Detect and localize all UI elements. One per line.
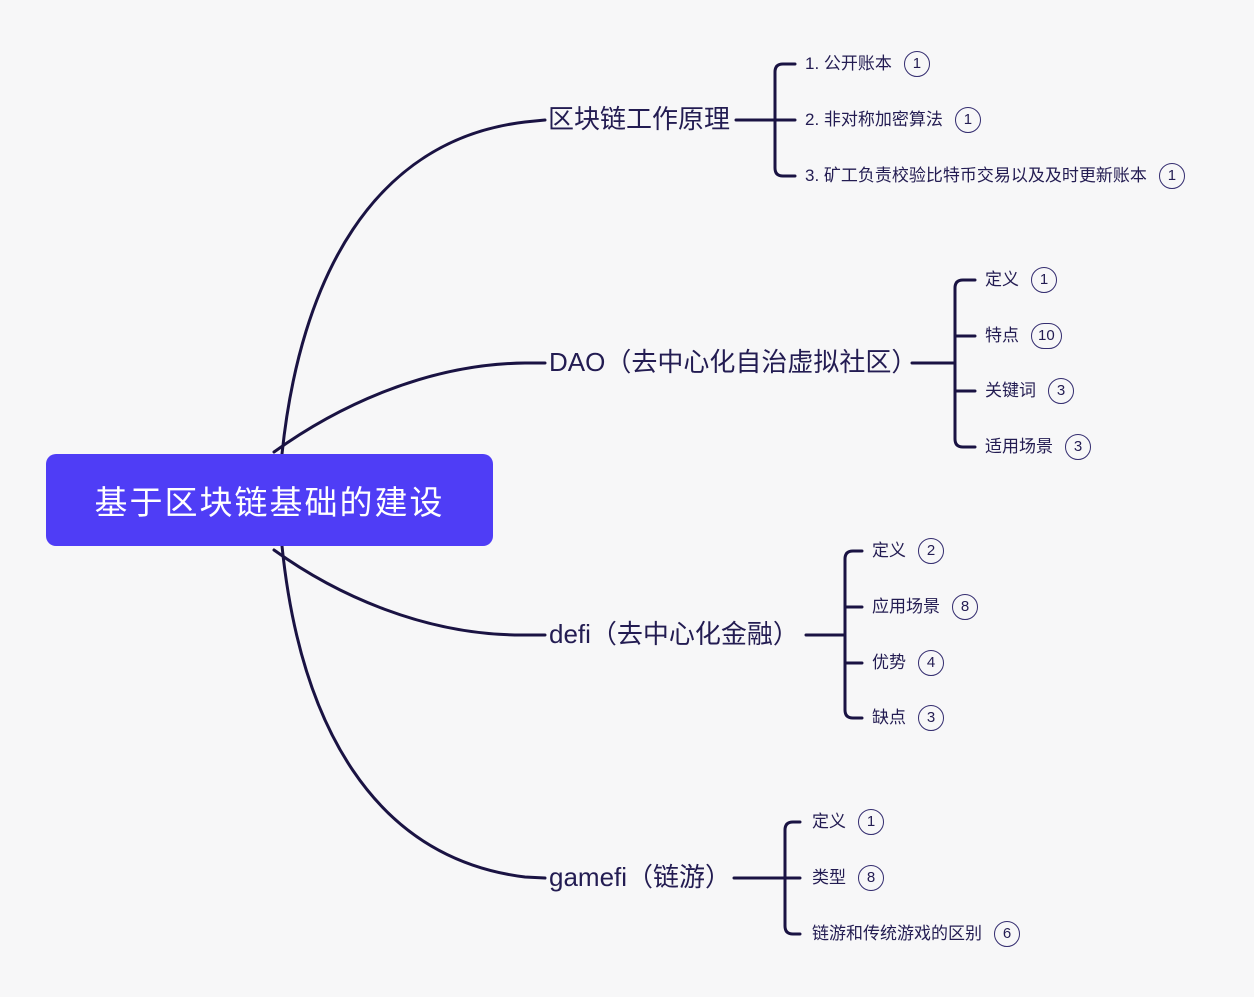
bracket-branch-dao [910,278,977,449]
count-badge[interactable]: 3 [1048,378,1074,404]
curve-branch-defi [272,548,547,637]
root-node[interactable]: 基于区块链基础的建设 [46,454,493,546]
branch-node-dao[interactable]: DAO（去中心化自治虚拟社区） [549,347,918,378]
child-label: 链游和传统游戏的区别 [812,923,982,943]
child-node[interactable]: 关键词 3 [985,378,1074,404]
child-label: 定义 [985,269,1019,289]
child-label: 优势 [872,652,906,672]
child-label: 定义 [872,540,906,560]
count-badge[interactable]: 1 [858,809,884,835]
child-label: 定义 [812,811,846,831]
child-node[interactable]: 定义 2 [872,538,944,564]
count-badge[interactable]: 10 [1031,323,1062,349]
child-label: 1. 公开账本 [805,53,892,73]
child-label: 关键词 [985,380,1036,400]
branch-node-blockchain-principle[interactable]: 区块链工作原理 [548,104,731,135]
child-label: 适用场景 [985,436,1053,456]
count-badge[interactable]: 1 [903,51,930,77]
count-badge[interactable]: 8 [858,865,884,891]
child-node[interactable]: 优势 4 [872,650,944,676]
child-label: 2. 非对称加密算法 [805,109,943,129]
child-node[interactable]: 3. 矿工负责校验比特币交易以及及时更新账本 1 [805,163,1185,189]
child-node[interactable]: 缺点 3 [872,705,944,731]
child-node[interactable]: 类型 8 [812,865,884,891]
child-label: 类型 [812,867,846,887]
child-label: 特点 [985,325,1019,345]
child-node[interactable]: 2. 非对称加密算法 1 [805,107,981,133]
count-badge[interactable]: 6 [994,921,1020,947]
curve-branch-gamefi [280,544,547,880]
count-badge[interactable]: 3 [1065,434,1091,460]
bracket-branch-gamefi [732,820,802,936]
count-badge[interactable]: 2 [918,538,944,564]
child-node[interactable]: 定义 1 [985,267,1057,293]
count-badge[interactable]: 1 [1031,267,1057,293]
child-node[interactable]: 1. 公开账本 1 [805,51,930,77]
count-badge[interactable]: 1 [1158,163,1185,189]
count-badge[interactable]: 1 [954,107,981,133]
child-label: 应用场景 [872,596,940,616]
bracket-branch-defi [804,549,864,720]
branch-node-defi[interactable]: defi（去中心化金融） [549,619,799,650]
count-badge[interactable]: 3 [918,705,944,731]
count-badge[interactable]: 8 [952,594,978,620]
child-node[interactable]: 链游和传统游戏的区别 6 [812,921,1020,947]
branch-node-gamefi[interactable]: gamefi（链游） [549,862,732,893]
child-label: 3. 矿工负责校验比特币交易以及及时更新账本 [805,165,1147,185]
child-node[interactable]: 定义 1 [812,809,884,835]
count-badge[interactable]: 4 [918,650,944,676]
child-label: 缺点 [872,707,906,727]
curve-branch-dao [272,361,547,454]
child-node[interactable]: 适用场景 3 [985,434,1091,460]
bracket-branch-blockchain-principle [734,62,797,178]
child-node[interactable]: 特点 10 [985,323,1062,349]
child-node[interactable]: 应用场景 8 [872,594,978,620]
curve-branch-blockchain-principle [280,118,547,456]
